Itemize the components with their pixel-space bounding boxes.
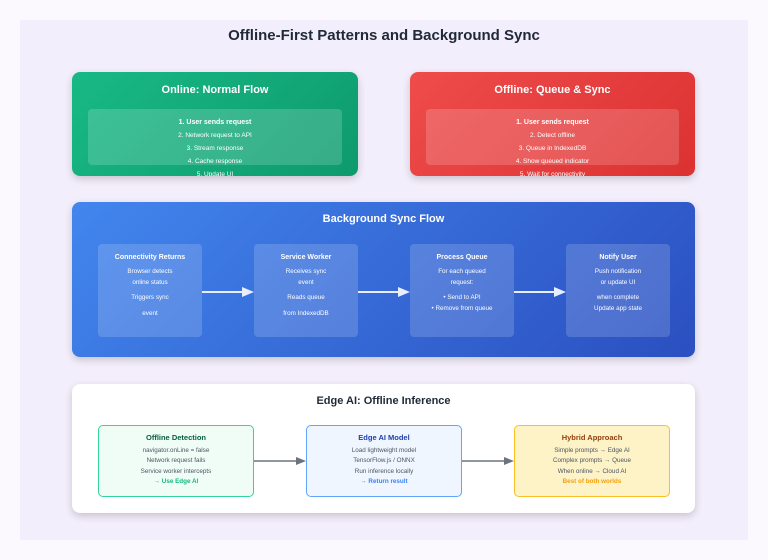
edge-step-line: When online → Cloud AI [557, 467, 627, 475]
edge-step-highlight: → Use Edge AI [153, 478, 199, 485]
sync-step-line: Triggers sync [131, 294, 169, 301]
online-step: 5. Update UI [196, 171, 234, 176]
edge-step-line: Service worker intercepts [140, 467, 212, 475]
edge-step-line: Simple prompts → Edge AI [554, 446, 630, 454]
edge-step-line: Network request fails [146, 457, 206, 464]
offline-step: 3. Queue in IndexedDB [518, 145, 587, 152]
sync-step-line: Update app state [594, 304, 642, 312]
online-step: 1. User sends request [178, 119, 252, 126]
edge-step-line: Load lightweight model [351, 446, 417, 454]
edge-step-line: Run inference locally [354, 467, 414, 475]
arrow-right-icon [358, 287, 410, 297]
offline-step: 2. Detect offline [529, 132, 576, 139]
online-steps-panel [88, 109, 342, 165]
background-sync-card: Background Sync Flow Connectivity Return… [72, 202, 695, 357]
edge-title: Edge AI: Offline Inference [316, 395, 451, 407]
edge-step-line: navigator.onLine = false [142, 446, 210, 454]
arrow-right-icon [254, 457, 306, 465]
sync-step-line: Reads queue [287, 294, 325, 301]
sync-step-title: Service Worker [280, 254, 332, 261]
sync-step-line: • Send to API [443, 294, 481, 301]
sync-step-title: Connectivity Returns [114, 254, 186, 261]
sync-step-line: For each queued [438, 268, 486, 275]
sync-step-line: request: [450, 278, 474, 286]
offline-step: 4. Show queued indicator [515, 158, 590, 165]
offline-step: 5. Wait for connectivity [519, 171, 586, 176]
sync-step-line: event [298, 278, 314, 286]
sync-step-line: Receives sync [285, 268, 327, 275]
sync-step-line: Browser detects [127, 268, 173, 275]
sync-step-line: online status [132, 278, 168, 286]
sync-step-line: • Remove from queue [431, 304, 493, 312]
online-step: 3. Stream response [186, 145, 244, 152]
online-step: 4. Cache response [187, 158, 243, 165]
offline-flow-card: Offline: Queue & Sync 1. User sends requ… [410, 72, 695, 176]
edge-ai-card: Edge AI: Offline Inference Offline Detec… [72, 384, 695, 513]
arrow-right-icon [514, 287, 566, 297]
sync-step-line: Push notification [594, 268, 642, 275]
edge-step-title: Offline Detection [145, 433, 206, 442]
sync-step-line: from IndexedDB [283, 309, 329, 317]
sync-step-line: or update UI [600, 278, 636, 286]
edge-step-offline-detection: Offline Detection navigator.onLine = fals… [98, 425, 254, 497]
online-step: 2. Network request to API [178, 132, 252, 139]
sync-title: Background Sync Flow [322, 213, 445, 225]
edge-step-line: Complex prompts → Queue [552, 457, 632, 464]
sync-step-title: Notify User [599, 254, 637, 261]
online-title: Online: Normal Flow [161, 84, 269, 96]
sync-step-line: event [142, 309, 158, 317]
sync-step-line: when complete [596, 294, 640, 301]
offline-steps-panel [426, 109, 679, 165]
arrow-right-icon [202, 287, 254, 297]
arrow-right-icon [462, 457, 514, 465]
offline-title: Offline: Queue & Sync [494, 84, 611, 96]
edge-step-highlight: → Return result [360, 478, 408, 485]
edge-step-highlight: Best of both worlds [562, 478, 622, 485]
sync-step-title: Process Queue [436, 254, 488, 261]
offline-step: 1. User sends request [516, 119, 589, 126]
online-flow-card: Online: Normal Flow 1. User sends reques… [72, 72, 358, 176]
edge-step-title: Edge AI Model [358, 433, 410, 442]
edge-step-title: Hybrid Approach [561, 433, 623, 442]
page-title: Offline-First Patterns and Background Sy… [228, 27, 540, 44]
edge-step-line: TensorFlow.js / ONNX [353, 457, 415, 464]
